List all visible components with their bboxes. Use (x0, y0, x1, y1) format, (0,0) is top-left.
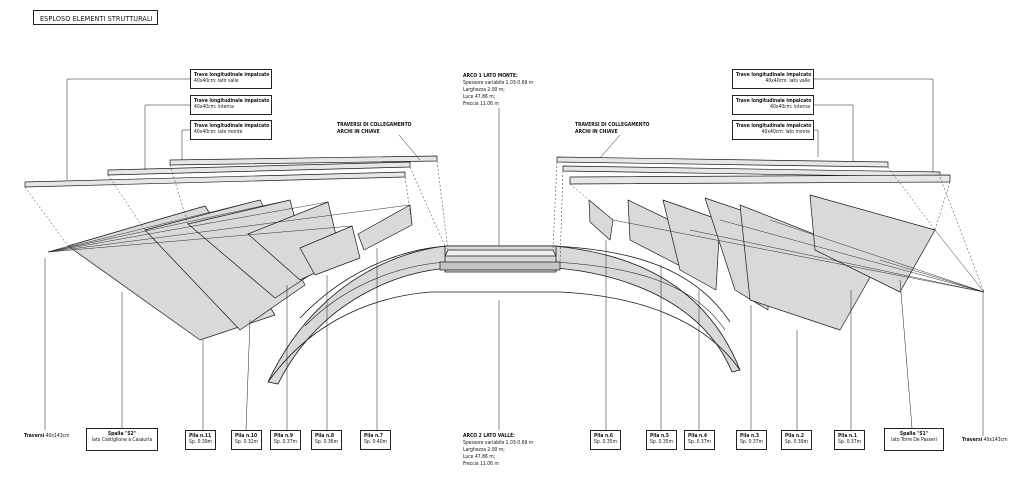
label-arco-valle-line: Larghezza 2.00 m; (463, 447, 505, 453)
leader-lines-group (24, 78, 985, 436)
label-arco-monte-line: Spessore variabile 1.03-0.69 m (463, 80, 534, 86)
traverse-line (47, 225, 353, 253)
arch-monte-inner-right (554, 261, 726, 331)
pier-panel-left (357, 204, 413, 251)
label-trave-left-valle: Trave longitudinale impalcato 40x40cm: l… (190, 69, 272, 89)
projection-line (552, 161, 558, 251)
label-trave-right-monte: Trave longitudinale impalcato 40x40cm: l… (732, 120, 814, 140)
label-arco-monte-line: Larghezza 2.00 m; (463, 87, 505, 93)
crown-traverse (439, 261, 561, 271)
label-pila-9: Pila n.9 Sp. 0.37m (270, 430, 301, 450)
label-arco-valle-line: Luce 47.86 m; (463, 454, 496, 460)
drawing-title-box: ESPLOSO ELEMENTI STRUTTURALI (33, 10, 158, 25)
traverse-line (47, 199, 291, 253)
label-spalla-s2: Spalla "S2" lato Castiglione a Casauria (86, 428, 158, 451)
traverse-line (719, 219, 985, 293)
label-pila-5: Pila n.5 Sp. 0.35m (646, 430, 677, 450)
traverse-line (47, 204, 411, 253)
traverse-line (47, 199, 261, 253)
label-pila-11: Pila n.11 Sp. 0.39m (185, 430, 216, 450)
projection-line (24, 186, 69, 247)
projection-line (934, 181, 951, 231)
label-pila-10: Pila n.10 Sp. 0.32m (231, 430, 262, 450)
traverse-line (689, 229, 985, 293)
label-traversi-collegamento-left-1: TRAVERSI DI COLLEGAMENTO (337, 122, 412, 128)
projection-line (436, 160, 449, 251)
label-pila-7: Pila n.7 Sp. 0.40m (360, 430, 391, 450)
crown-upper-traverse (444, 249, 557, 257)
label-spalla-s1: Spalla "S1" lato Torre De Passeri (884, 428, 944, 451)
projection-line (559, 170, 564, 263)
leader-line (398, 134, 421, 161)
label-pila-1: Pila n.1 Sp. 0.37m (834, 430, 865, 450)
leader-line (899, 279, 913, 429)
deck-beam (569, 174, 951, 185)
traverse-line (612, 219, 985, 293)
deck-beam (556, 156, 889, 168)
deck-beams-group (24, 155, 951, 188)
traverse-line (47, 205, 206, 253)
deck-beam (24, 171, 406, 188)
pier-panels-group (67, 194, 936, 341)
label-arco-valle-title: ARCO 2 LATO VALLE: (463, 433, 515, 439)
label-arco-monte-line: Luce 47.86 m; (463, 94, 496, 100)
leader-line (599, 134, 621, 159)
label-trave-right-interna: Trave longitudinale impalcato 40x40cm: i… (732, 95, 814, 115)
pier-panel-right (588, 199, 614, 241)
traverse-line (879, 259, 985, 293)
label-pila-4: Pila n.4 Sp. 0.37m (684, 430, 715, 450)
label-traversi-collegamento-left-2: ARCHI IN CHIAVE (337, 129, 380, 135)
label-pila-2: Pila n.2 Sp. 0.39m (781, 430, 812, 450)
arches-group (267, 245, 741, 385)
pier-panel-right (662, 199, 721, 291)
label-arco-monte-title: ARCO 1 LATO MONTE: (463, 73, 518, 79)
arch-valle (267, 245, 741, 385)
label-traversi-collegamento-right-1: TRAVERSI DI COLLEGAMENTO (575, 122, 650, 128)
arch-valle-bottom (267, 291, 741, 383)
label-pila-3: Pila n.3 Sp. 0.37m (736, 430, 767, 450)
label-trave-left-interna: Trave longitudinale impalcato 40x40cm: i… (190, 95, 272, 115)
label-arco-valle-line: Spessore variabile 1.03-0.69 m (463, 440, 534, 446)
label-traversi-right: Traversi 40x143cm (962, 437, 1008, 443)
drawing-title: ESPLOSO ELEMENTI STRUTTURALI (40, 14, 153, 23)
label-arco-valle-line: Freccia 11.06 m (463, 461, 499, 467)
leader-line (245, 319, 251, 431)
projection-line (404, 176, 413, 226)
projection-line (887, 166, 936, 231)
projection-line (409, 166, 446, 247)
projection-line (569, 183, 590, 201)
label-traversi-collegamento-right-2: ARCHI IN CHIAVE (575, 129, 618, 135)
projection-line (107, 174, 146, 231)
traverse-line (934, 229, 985, 293)
pier-panel-right (809, 194, 936, 293)
pier-panel-left (299, 225, 361, 276)
label-pila-6: Pila n.6 Sp. 0.35m (590, 430, 621, 450)
label-traversi-left: Traversi 40x143cm (24, 433, 70, 439)
projection-line (939, 176, 985, 293)
label-trave-left-monte: Trave longitudinale impalcato 40x40cm: l… (190, 120, 272, 140)
label-arco-monte-line: Freccia 11.06 m (463, 101, 499, 107)
label-pila-8: Pila n.8 Sp. 0.36m (311, 430, 342, 450)
label-trave-right-valle: Trave longitudinale impalcato 40x40cm: l… (732, 69, 814, 89)
traverse-line (47, 201, 329, 253)
traverse-line (769, 219, 985, 293)
